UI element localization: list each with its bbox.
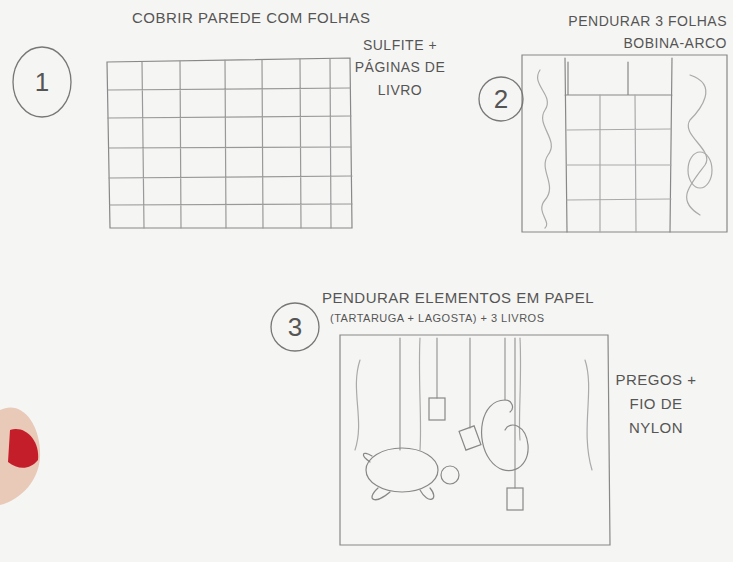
callout-number: 2 (494, 84, 508, 115)
handwritten-note: COBRIR PAREDE COM FOLHAS (132, 6, 392, 30)
step-circle: 2 (478, 76, 524, 122)
book (459, 426, 481, 450)
sheet-grid (567, 95, 671, 232)
book (429, 398, 445, 420)
callout-number: 3 (288, 312, 302, 343)
step-circle: 3 (270, 302, 320, 352)
wall-frame (340, 335, 610, 545)
wall-frame (522, 55, 727, 232)
sheet-grid (108, 59, 352, 228)
hanging-sheets (355, 338, 592, 470)
handwritten-note: (TARTARUGA + LAGOSTA) + 3 LIVROS (330, 310, 630, 328)
step-circle: 1 (12, 46, 72, 118)
lobster (482, 400, 529, 471)
turtle-head (441, 466, 459, 484)
handwritten-note: PENDURAR 3 FOLHAS BOBINA-ARCO (505, 10, 727, 55)
handwritten-note: PREGOS + FIO DE NYLON (615, 368, 697, 440)
hanging-sheets (565, 58, 672, 232)
wall-frame (107, 58, 352, 228)
handwritten-note: SULFITE + PÁGINAS DE LIVRO (350, 34, 450, 101)
scribble (688, 152, 712, 188)
book (507, 488, 523, 510)
scribble (538, 70, 707, 228)
turtle-flipper (363, 453, 433, 499)
callout-number: 1 (35, 67, 49, 98)
nylon-thread (400, 338, 515, 488)
turtle-shell (366, 448, 438, 492)
fingernail (8, 429, 38, 468)
handwritten-note: PENDURAR ELEMENTOS EM PAPEL (322, 286, 622, 310)
finger (0, 407, 40, 505)
